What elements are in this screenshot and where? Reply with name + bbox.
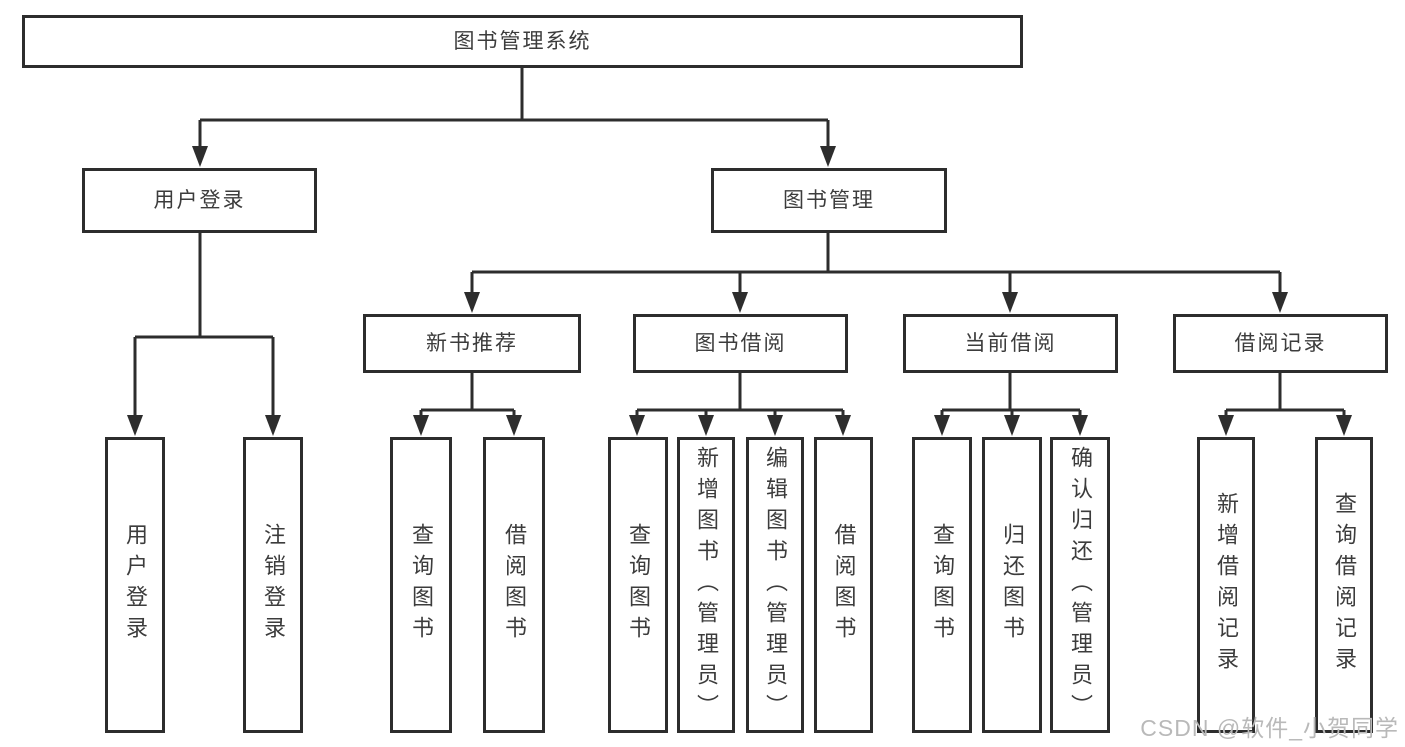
leaf-query-books-current: 查询图书 [912, 437, 972, 733]
leaf-confirm-return-admin: 确认归还（管理员） [1050, 437, 1110, 733]
leaf-query-books-recommend: 查询图书 [390, 437, 452, 733]
node-current-borrowing: 当前借阅 [903, 314, 1118, 373]
leaf-return-books: 归还图书 [982, 437, 1042, 733]
node-book-management: 图书管理 [711, 168, 947, 233]
csdn-watermark: CSDN @软件_小贺同学 [1140, 715, 1399, 741]
leaf-edit-books-admin: 编辑图书（管理员） [746, 437, 804, 733]
leaf-query-borrow-record: 查询借阅记录 [1315, 437, 1373, 733]
node-root-system: 图书管理系统 [22, 15, 1023, 68]
leaf-logout: 注销登录 [243, 437, 303, 733]
leaf-add-borrow-record: 新增借阅记录 [1197, 437, 1255, 733]
node-user-login: 用户登录 [82, 168, 317, 233]
node-book-borrowing: 图书借阅 [633, 314, 848, 373]
leaf-borrow-books-recommend: 借阅图书 [483, 437, 545, 733]
leaf-add-books-admin: 新增图书（管理员） [677, 437, 735, 733]
leaf-query-books-borrow: 查询图书 [608, 437, 668, 733]
node-borrowing-records: 借阅记录 [1173, 314, 1388, 373]
arrowheads [127, 146, 1352, 436]
node-new-book-recommendation: 新书推荐 [363, 314, 581, 373]
leaf-borrow-books: 借阅图书 [814, 437, 873, 733]
leaf-user-login: 用户登录 [105, 437, 165, 733]
